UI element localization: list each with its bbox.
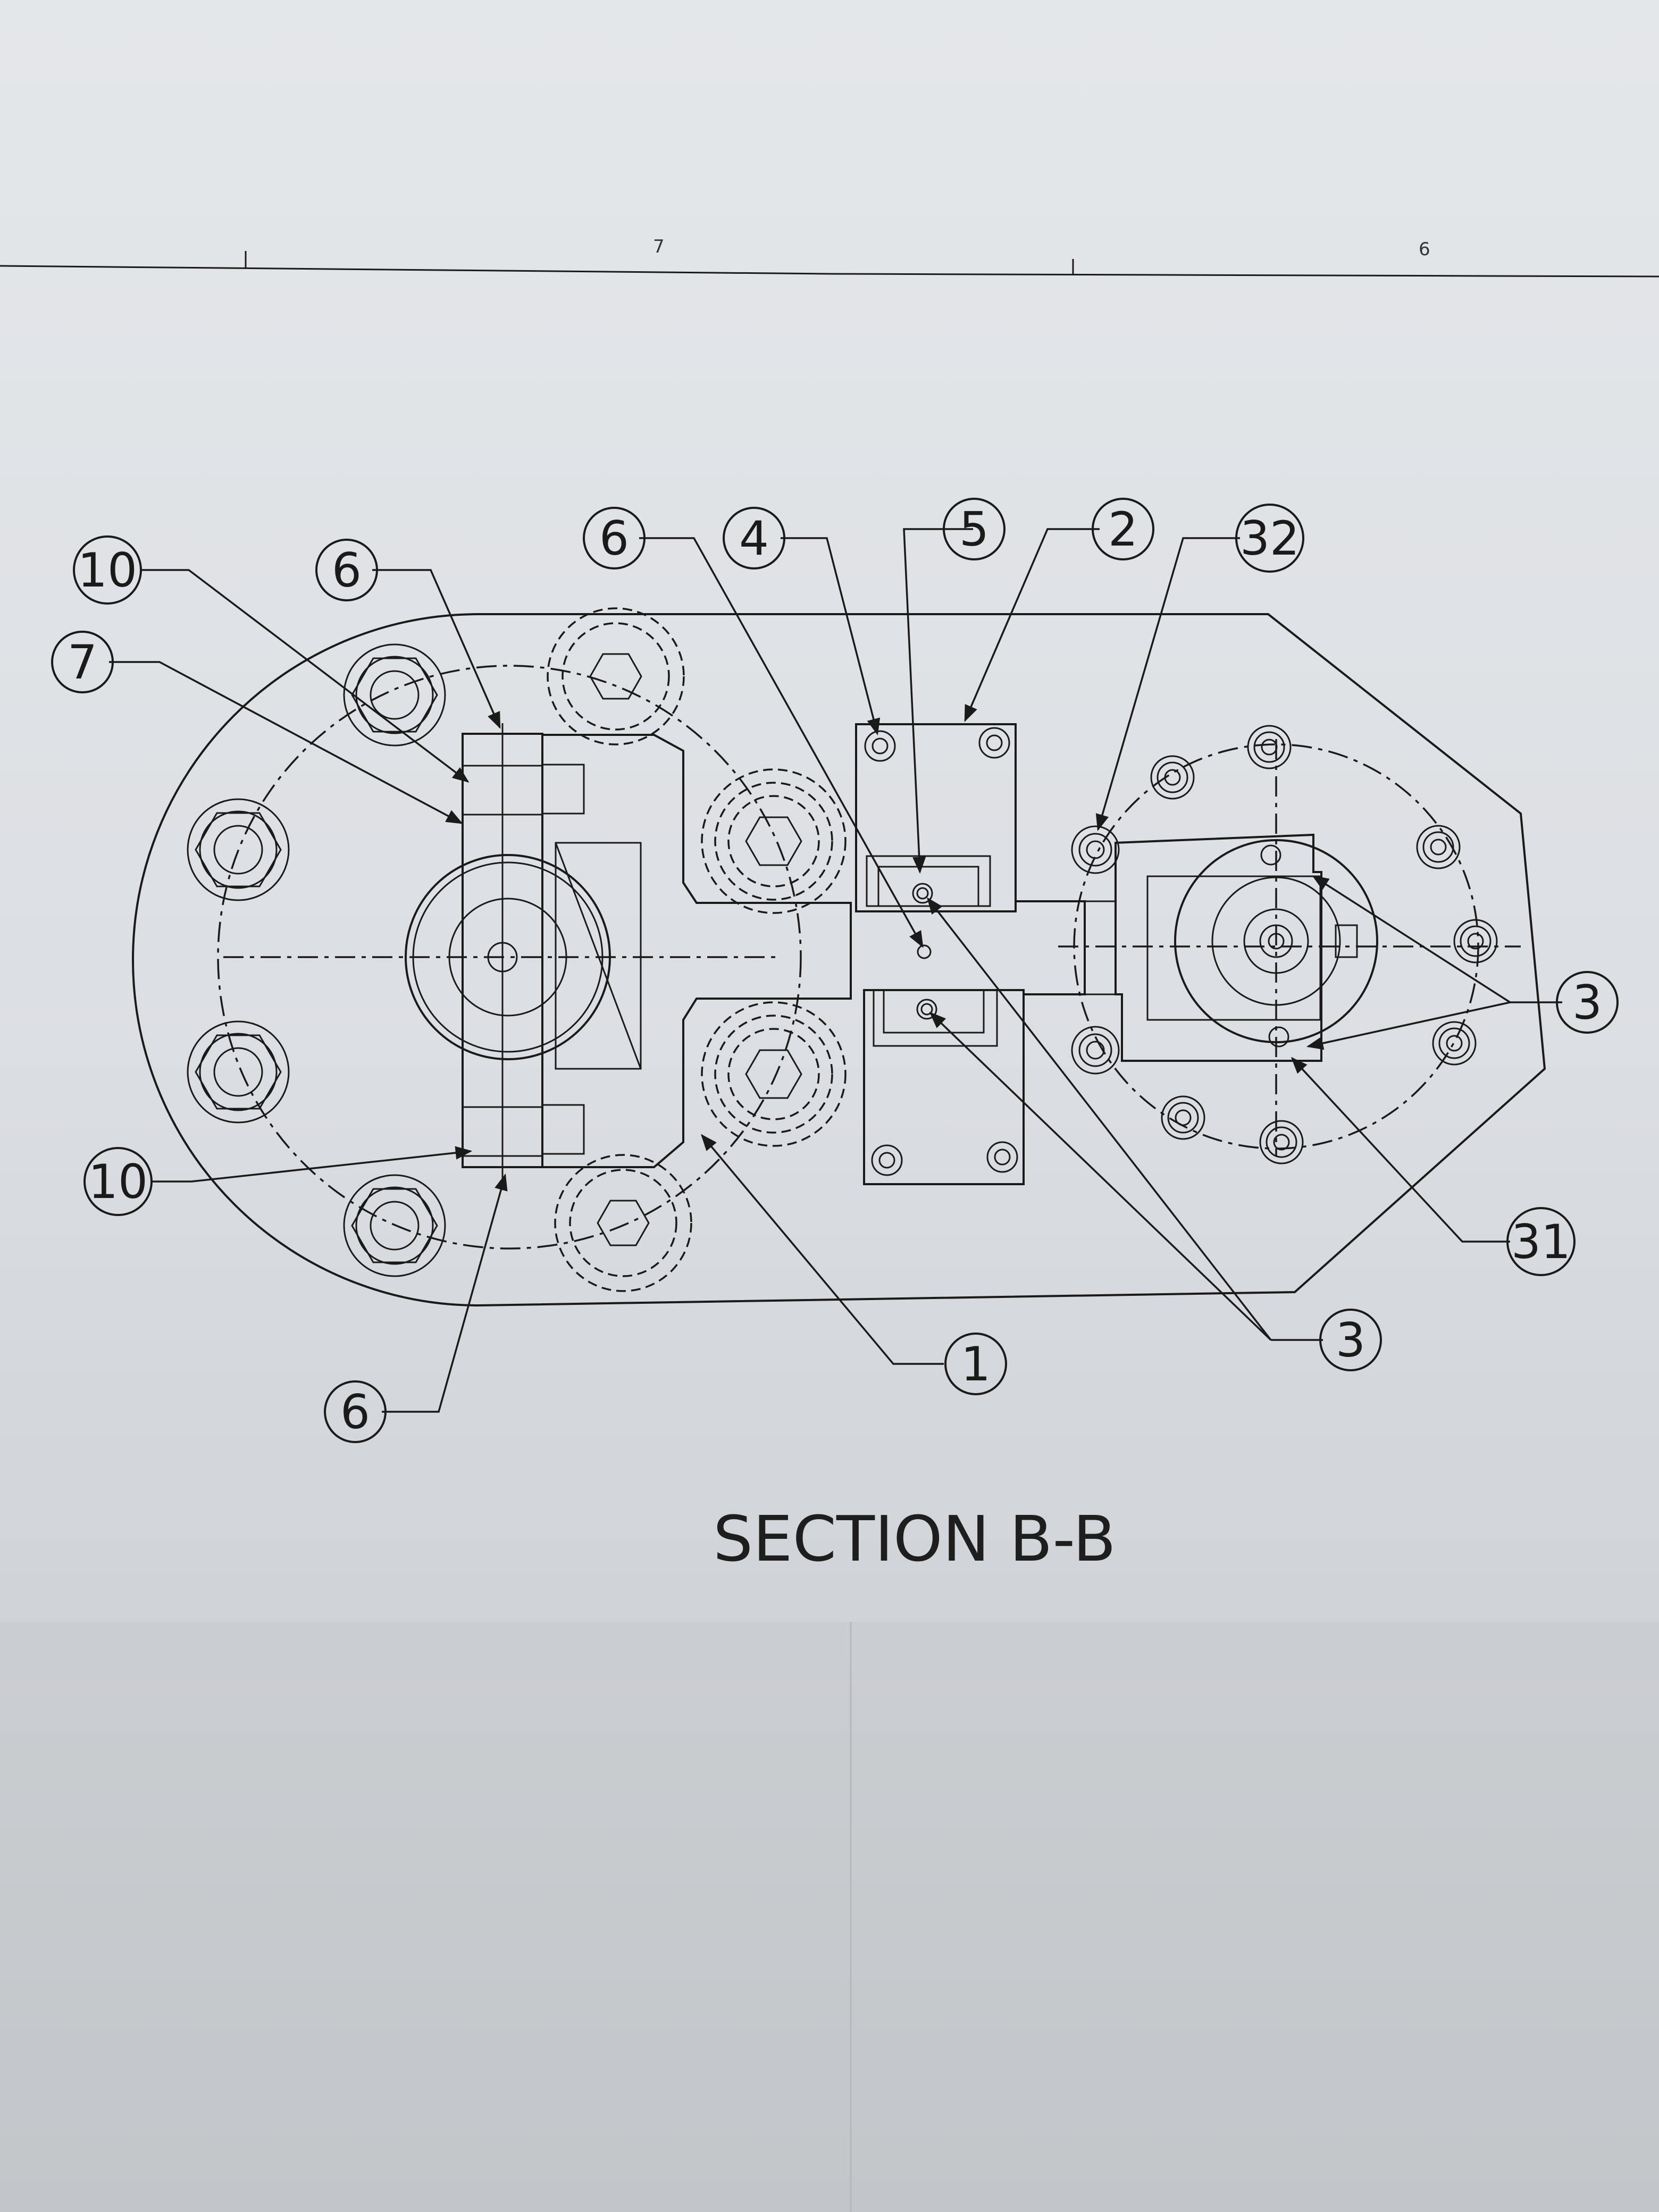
svg-text:31: 31 — [1511, 1214, 1571, 1269]
balloon-6-lower: 6 — [324, 1380, 387, 1443]
balloon-2: 2 — [1092, 498, 1154, 560]
balloon-3-lower: 3 — [1319, 1309, 1382, 1371]
svg-text:10: 10 — [78, 543, 137, 598]
balloon-1: 1 — [944, 1333, 1007, 1395]
right-bolt-circle — [1058, 739, 1521, 1157]
balloon-31: 31 — [1506, 1207, 1576, 1276]
balloon-32: 32 — [1235, 504, 1304, 573]
right-housing — [1115, 833, 1378, 1062]
svg-text:6: 6 — [340, 1385, 370, 1439]
zone-label-6: 6 — [1419, 239, 1430, 260]
circular-boss — [405, 854, 611, 1060]
svg-text:6: 6 — [332, 543, 362, 598]
balloon-7: 7 — [51, 631, 114, 693]
clamp-bar — [462, 723, 585, 1186]
svg-text:7: 7 — [68, 635, 97, 690]
svg-text:4: 4 — [739, 511, 769, 566]
hex-bolt-group-left — [187, 643, 446, 1277]
slider-body — [541, 734, 852, 1168]
svg-text:2: 2 — [1108, 502, 1138, 557]
svg-text:3: 3 — [1572, 975, 1602, 1030]
center-pin — [917, 944, 932, 959]
svg-text:10: 10 — [88, 1154, 148, 1209]
balloon-3-right: 3 — [1556, 971, 1619, 1034]
guide-block-lower — [863, 989, 1025, 1185]
connecting-rod — [1016, 900, 1117, 995]
guide-block-upper — [855, 723, 1017, 912]
balloon-10-lower: 10 — [83, 1147, 153, 1216]
section-title: SECTION B-B — [713, 1502, 1116, 1576]
svg-text:3: 3 — [1336, 1313, 1365, 1368]
svg-text:6: 6 — [599, 511, 629, 566]
leader-lines — [109, 528, 1562, 1413]
base-plate — [132, 613, 1546, 1307]
paper-shadow — [0, 1622, 1659, 2212]
balloon-4: 4 — [723, 507, 785, 569]
zone-ruler: 7 6 — [0, 236, 1659, 278]
balloon-10-upper: 10 — [73, 535, 142, 605]
hidden-screw-group — [547, 607, 847, 1292]
svg-text:32: 32 — [1240, 511, 1300, 566]
zone-label-7: 7 — [653, 236, 665, 257]
balloon-6-upper-center: 6 — [583, 507, 646, 569]
counterbore-holes-right — [1071, 725, 1498, 1164]
left-bolt-circle — [217, 665, 802, 1250]
balloon-6-upper-left: 6 — [315, 539, 378, 601]
svg-text:5: 5 — [959, 502, 989, 557]
balloon-5: 5 — [943, 498, 1006, 560]
svg-text:1: 1 — [961, 1337, 991, 1392]
